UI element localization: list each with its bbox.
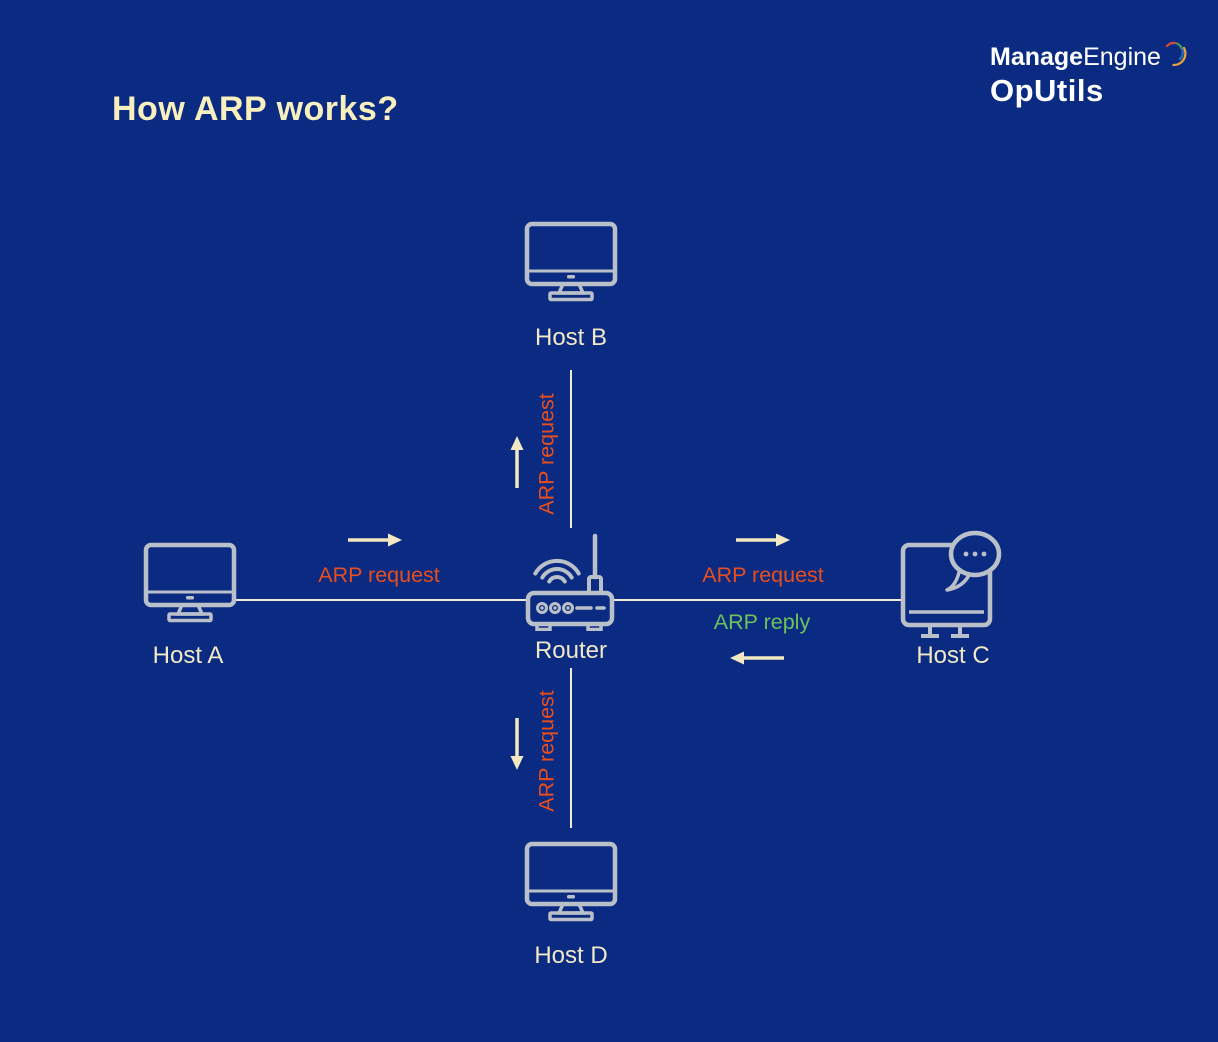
brand-logo-engine: Engine (1083, 43, 1161, 71)
host-b-monitor-icon (524, 221, 618, 302)
brand-logo-product: OpUtils (990, 72, 1104, 108)
arp-request-label-bottom: ARP request (534, 690, 559, 812)
brand-logo-manage: Manage (990, 43, 1084, 71)
arp-reply-label: ARP reply (713, 610, 811, 634)
arrow-up-icon (510, 436, 524, 488)
host-c-monitor-chat-icon (900, 530, 1002, 638)
arrow-right-icon (348, 533, 402, 547)
host-a-monitor-icon (143, 542, 237, 623)
arp-request-label-left: ARP request (318, 563, 440, 587)
connection-line-router-hostd (570, 668, 572, 828)
host-b-label: Host B (534, 324, 608, 351)
host-a-label: Host A (152, 642, 224, 669)
host-d-label: Host D (534, 942, 608, 969)
arrow-down-icon (510, 718, 524, 770)
arrow-right-icon (736, 533, 790, 547)
host-d-monitor-icon (524, 841, 618, 922)
connection-line-router-hostb (570, 370, 572, 528)
arrow-left-icon (730, 651, 784, 665)
connection-line-router-hostc (613, 599, 903, 601)
brand-swoosh-icon (1165, 41, 1187, 67)
router-icon (525, 533, 615, 631)
connection-line-hosta-router (233, 599, 527, 601)
router-label: Router (534, 637, 608, 664)
arp-request-label-top: ARP request (534, 393, 559, 515)
page-title: How ARP works? (112, 90, 399, 128)
arp-request-label-right: ARP request (702, 563, 824, 587)
host-c-label: Host C (916, 642, 990, 669)
